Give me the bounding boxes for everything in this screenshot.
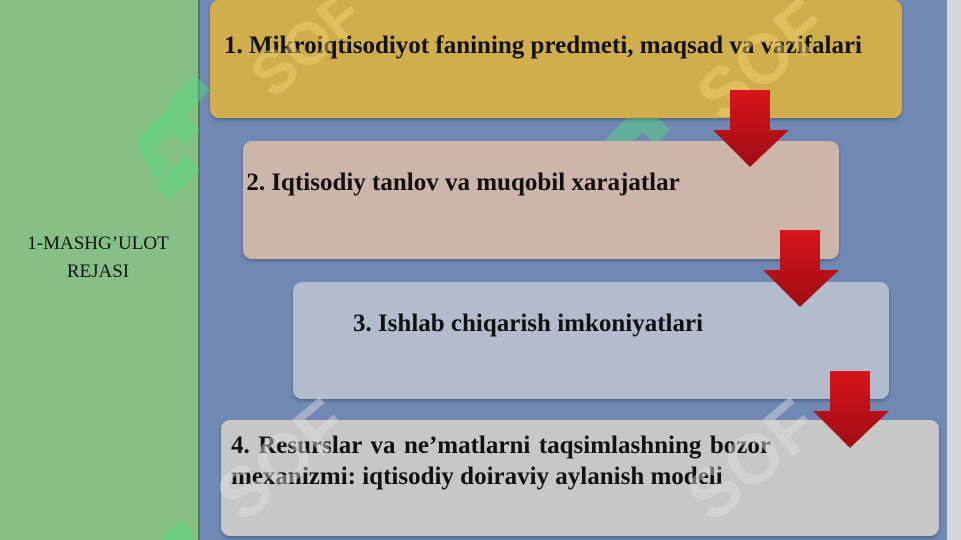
step-label-3: 3. Ishlab chiqarish imkoniyatlari bbox=[352, 310, 704, 337]
step-label-2: 2. Iqtisodiy tanlov va muqobil xarajatla… bbox=[246, 169, 680, 196]
step-card-2: 2. Iqtisodiy tanlov va muqobil xarajatla… bbox=[243, 141, 839, 259]
step-card-3: 3. Ishlab chiqarish imkoniyatlari bbox=[293, 282, 889, 399]
step-label-4: 4. Resurslar va ne’matlarni taqsimlashni… bbox=[231, 432, 771, 490]
right-edge-strip bbox=[947, 0, 961, 540]
down-arrow-icon bbox=[713, 90, 789, 167]
down-arrow-icon bbox=[813, 371, 889, 448]
sidebar-title: 1-MASHG’ULOT REJASI bbox=[27, 233, 169, 282]
step-card-4: 4. Resurslar va ne’matlarni taqsimlashni… bbox=[221, 420, 939, 536]
sidebar-panel: 1-MASHG’ULOT REJASI bbox=[0, 0, 200, 540]
down-arrow-icon bbox=[763, 230, 839, 307]
step-label-1: 1. Mikroiqtisodiyot fanining predmeti, m… bbox=[224, 32, 863, 59]
step-card-1: 1. Mikroiqtisodiyot fanining predmeti, m… bbox=[210, 0, 902, 118]
